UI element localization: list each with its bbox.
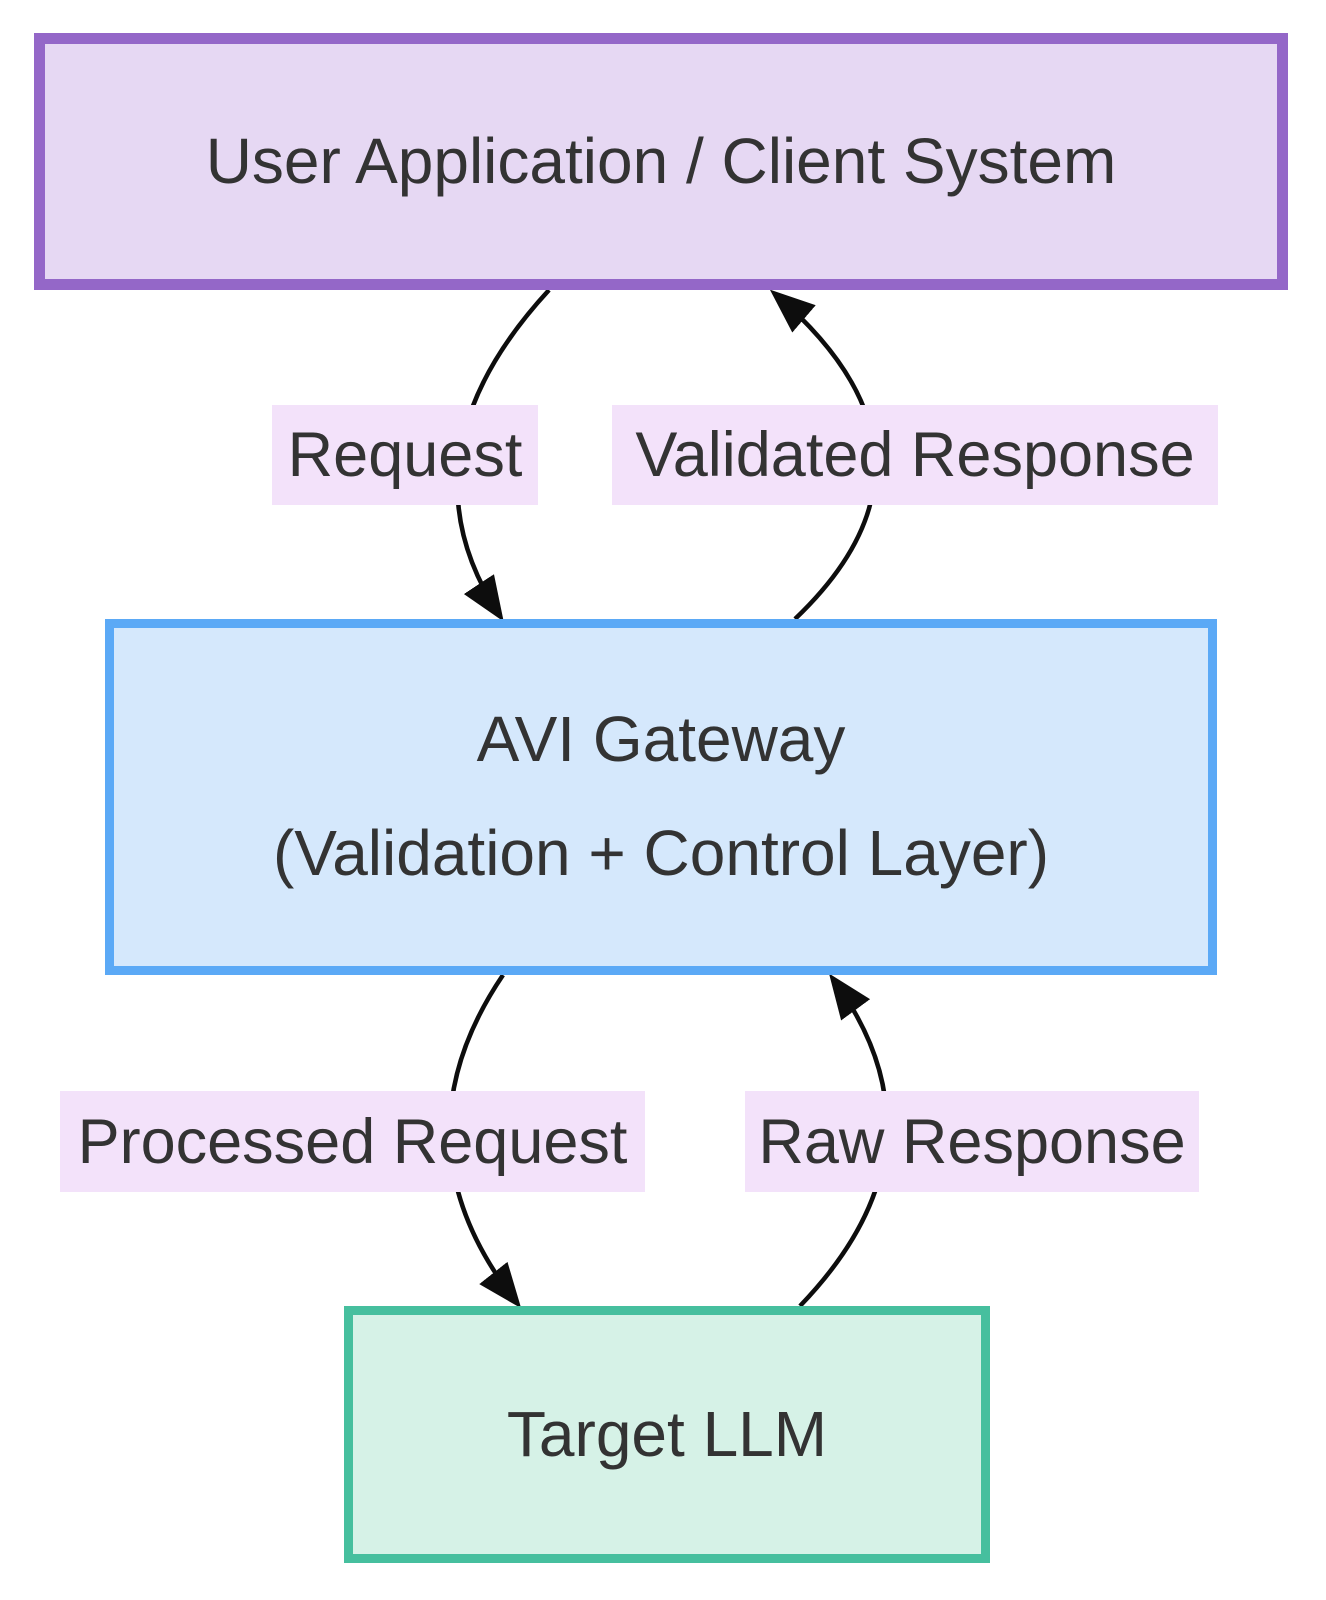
node-target-llm-label: Target LLM <box>506 1397 828 1470</box>
edge-label-request: Request <box>272 405 538 505</box>
node-user-application: User Application / Client System <box>34 33 1288 290</box>
node-user-application-label: User Application / Client System <box>205 124 1117 197</box>
edge-label-processed-request: Processed Request <box>60 1091 645 1192</box>
node-avi-gateway-label: AVI Gateway <box>476 703 846 776</box>
node-avi-gateway: AVI Gateway (Validation + Control Layer) <box>105 619 1217 975</box>
node-avi-gateway-sublabel: (Validation + Control Layer) <box>272 817 1050 889</box>
edge-label-validated-response: Validated Response <box>612 405 1218 505</box>
node-target-llm: Target LLM <box>344 1306 990 1563</box>
edge-label-raw-response: Raw Response <box>745 1091 1199 1192</box>
